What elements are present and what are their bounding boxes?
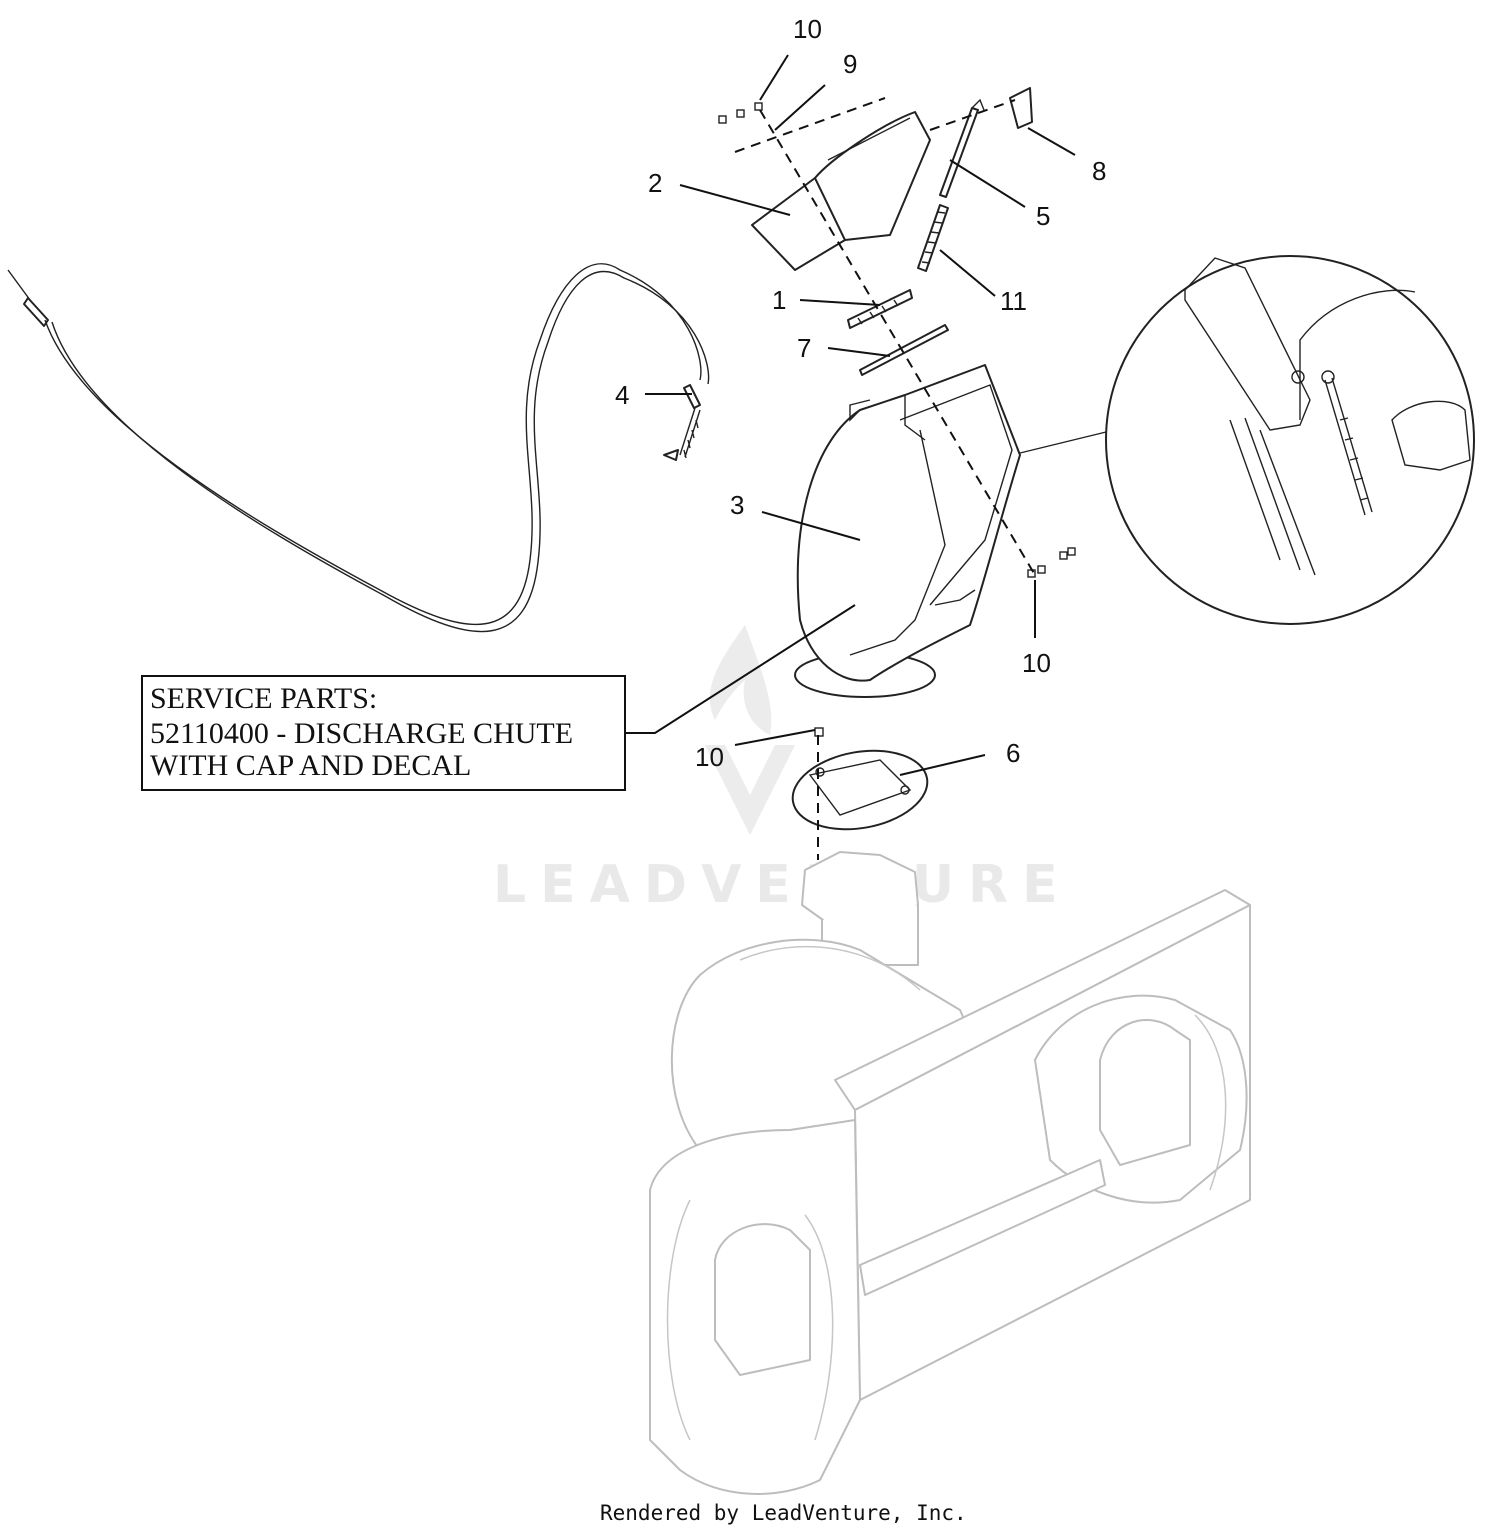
assembly-axes xyxy=(734,97,1036,860)
service-parts-box: SERVICE PARTS: 52110400 - DISCHARGE CHUT… xyxy=(141,675,626,791)
part-6-mount-ring xyxy=(791,749,929,831)
leader-lines xyxy=(625,54,1076,776)
callout-5: 5 xyxy=(1036,201,1050,231)
callout-labels: 1 2 3 4 5 6 7 8 9 10 10 10 11 xyxy=(615,14,1106,772)
callout-3: 3 xyxy=(730,490,744,520)
watermark: LEADVENTURE xyxy=(493,625,1072,915)
callout-7: 7 xyxy=(797,333,811,363)
callout-11: 11 xyxy=(1000,286,1027,316)
detail-circle xyxy=(1105,255,1475,625)
callout-4: 4 xyxy=(615,380,629,410)
callout-2: 2 xyxy=(648,168,662,198)
part-1-hinge xyxy=(847,289,913,329)
service-parts-line-3: WITH CAP AND DECAL xyxy=(150,749,471,782)
part-8-clip xyxy=(1009,87,1033,129)
part-4-cable xyxy=(7,263,710,633)
callout-10-top: 10 xyxy=(793,14,822,44)
detail-view xyxy=(1019,255,1475,625)
service-parts-line-1: SERVICE PARTS: xyxy=(150,682,377,715)
callout-10-right: 10 xyxy=(1022,648,1051,678)
callout-6: 6 xyxy=(1006,738,1020,768)
watermark-text: LEADVENTURE xyxy=(493,855,1072,915)
part-5-rod xyxy=(939,98,985,198)
callout-1: 1 xyxy=(772,285,786,315)
callout-10-ring: 10 xyxy=(695,742,724,772)
callout-8: 8 xyxy=(1092,156,1106,186)
callout-9: 9 xyxy=(843,49,857,79)
part-7-decal xyxy=(859,324,949,376)
service-parts-line-2: 52110400 - DISCHARGE CHUTE xyxy=(150,717,573,750)
part-3-discharge-chute xyxy=(794,364,1021,698)
watermark-flame-logo xyxy=(705,625,795,835)
part-2-deflector xyxy=(751,111,931,271)
footer-credit: Rendered by LeadVenture, Inc. xyxy=(600,1501,967,1525)
part-11-spring xyxy=(917,204,949,272)
auger-housing xyxy=(649,851,1251,1495)
